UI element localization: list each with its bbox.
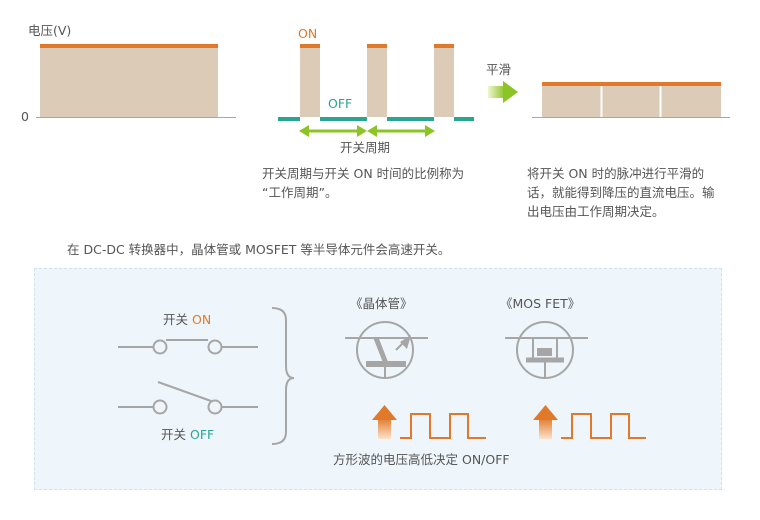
switch-off-symbol (118, 381, 258, 415)
gate-arrow-transistor-icon (372, 405, 397, 439)
intro-text: 在 DC-DC 转换器中，晶体管或 MOSFET 等半导体元件会高速开关。 (67, 242, 451, 257)
constant-voltage-level (40, 44, 218, 48)
switch-on-symbol (118, 339, 258, 355)
smooth-label: 平滑 (486, 62, 512, 77)
switch-on-label: 开关 ON (163, 312, 212, 327)
square-wave-mosfet-icon (561, 413, 646, 439)
off-label: OFF (328, 96, 353, 111)
smooth-arrow-icon (488, 81, 518, 103)
period-arrows (299, 125, 435, 137)
constant-voltage-fill (40, 47, 218, 117)
period-label: 开关周期 (340, 140, 391, 155)
transistor-label: 《晶体管》 (350, 296, 413, 311)
smoothed-output (532, 82, 730, 118)
square-wave-caption: 方形波的电压高低决定 ON/OFF (333, 452, 510, 467)
on-label: ON (298, 26, 318, 41)
voltage-axis-label: 电压(V) (28, 23, 72, 38)
mosfet-label: 《MOS FET》 (500, 296, 581, 311)
square-wave-transistor-icon (400, 413, 486, 439)
brace-icon (271, 307, 295, 445)
switching-panel (34, 268, 722, 490)
smoothing-caption: 将开关 ON 时的脉冲进行平滑的 话，就能得到降压的直流电压。输 出电压由工作周… (527, 166, 715, 219)
pulse-train (278, 44, 474, 121)
transistor-icon (345, 321, 428, 379)
gate-arrow-mosfet-icon (533, 405, 558, 439)
switch-off-label: 开关 OFF (161, 427, 215, 442)
duty-cycle-caption: 开关周期与开关 ON 时间的比例称为 “工作周期”。 (262, 166, 465, 200)
zero-label: 0 (21, 109, 29, 124)
mosfet-icon (505, 321, 588, 379)
